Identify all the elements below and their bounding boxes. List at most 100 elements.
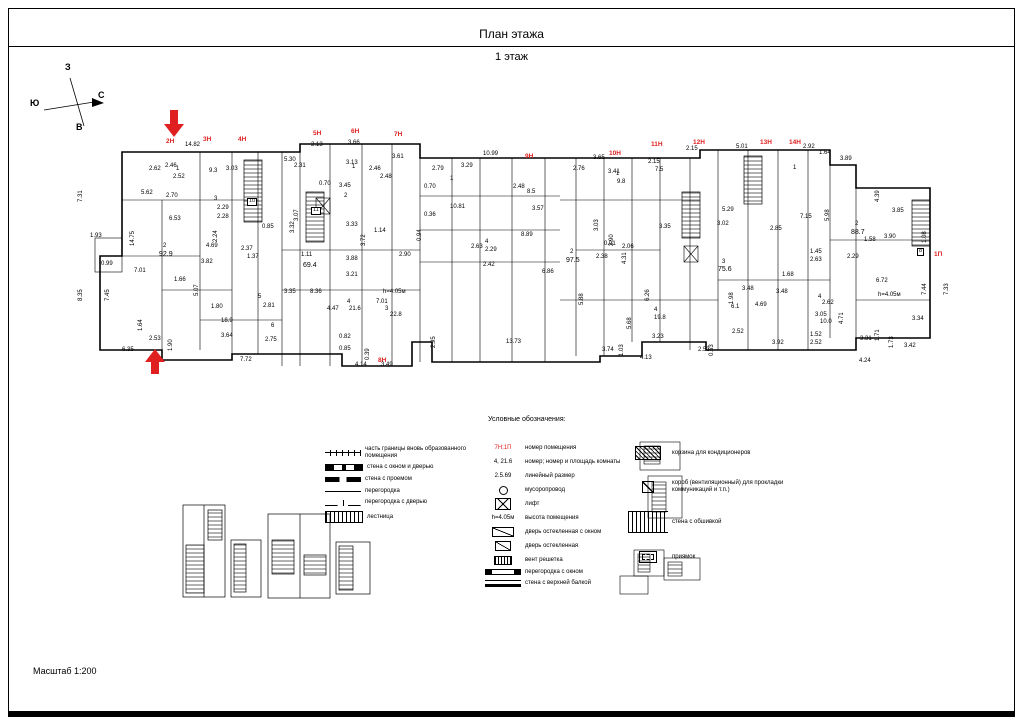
dimension-label: 3.34 bbox=[912, 316, 924, 322]
legend-item: часть границы вновь образованного помеще… bbox=[325, 446, 477, 459]
ac-basket-symbol bbox=[628, 443, 668, 463]
dimension-label: 2 bbox=[344, 193, 348, 199]
dimension-label: 2.52 bbox=[810, 340, 822, 346]
dimension-label: 3.45 bbox=[339, 183, 351, 189]
dimension-label: 3.57 bbox=[532, 206, 544, 212]
dimension-label: 0.85 bbox=[262, 224, 274, 230]
section-label: 14Н bbox=[789, 139, 801, 146]
dimension-label: 6.53 bbox=[169, 216, 181, 222]
text-red-symbol: 7Н;1П bbox=[494, 445, 512, 451]
dimension-label: 2.92 bbox=[803, 144, 815, 150]
dimension-label: 2.62 bbox=[822, 300, 834, 306]
dimension-label: 4 bbox=[485, 239, 489, 245]
dimension-label: 2.06 bbox=[622, 244, 634, 250]
wall-window-door-symbol bbox=[325, 464, 363, 472]
legend-item-label: корзина для кондиционеров bbox=[672, 449, 751, 456]
dimension-label: 2.29 bbox=[217, 205, 229, 211]
dimension-label: 0.36 bbox=[424, 212, 436, 218]
legend-item-label: линейный размер bbox=[525, 472, 575, 479]
dimension-label: 2 bbox=[163, 243, 167, 249]
dimension-label: 2.29 bbox=[485, 247, 497, 253]
text-symbol: 4, 21.6 bbox=[493, 459, 513, 465]
interior-walls bbox=[122, 144, 930, 366]
dimension-label: 0.94 bbox=[417, 229, 423, 241]
dimension-label: 3.03 bbox=[594, 219, 600, 231]
door-glazed-symbol bbox=[485, 541, 521, 551]
legend-title: Условные обозначения: bbox=[488, 416, 566, 423]
dimension-label: 4.14 bbox=[355, 362, 367, 368]
dimension-label: 1.98 bbox=[729, 292, 735, 304]
dimension-label: 13.73 bbox=[506, 339, 522, 345]
legend-item: перегородка с дверью bbox=[325, 499, 477, 506]
dimension-label: 2.90 bbox=[609, 234, 615, 246]
dimension-label: 2.15 bbox=[648, 159, 660, 165]
dimension-label: 2.38 bbox=[596, 254, 608, 260]
dimension-label: 4.69 bbox=[755, 302, 767, 308]
dimension-label: 8.35 bbox=[78, 289, 84, 301]
legend-item-label: стена с окном и дверью bbox=[367, 464, 434, 471]
section-label: 11Н bbox=[651, 141, 663, 148]
dimension-label: 5.88 bbox=[579, 293, 585, 305]
dimension-label: 0.82 bbox=[339, 334, 351, 340]
dimension-label: 3 bbox=[722, 259, 726, 265]
building-outline bbox=[99, 143, 931, 367]
dimension-label: 6.1 bbox=[731, 304, 740, 310]
legend-item: перегородка bbox=[325, 488, 477, 495]
dimension-label: 1.14 bbox=[374, 228, 386, 234]
dimension-label: 3.42 bbox=[904, 343, 916, 349]
section-label: 2Н bbox=[166, 138, 175, 145]
dimension-label: 7.72 bbox=[240, 357, 252, 363]
dimension-label: 2 bbox=[855, 221, 859, 227]
chute-symbol bbox=[485, 485, 521, 495]
legend-item-label: стена с проемом bbox=[365, 476, 412, 483]
dimension-label: 1 bbox=[450, 176, 454, 182]
dimension-label: 4.24 bbox=[859, 358, 871, 364]
dimension-label: 4.71 bbox=[839, 312, 845, 324]
legend-item: вент решетка bbox=[485, 555, 627, 565]
dimension-label: 3.66 bbox=[348, 140, 360, 146]
dimension-label: 1.08 bbox=[922, 231, 928, 243]
dimension-label: 0.70 bbox=[424, 184, 436, 190]
dimension-label: 22.8 bbox=[390, 312, 402, 318]
legend-item: лестница bbox=[325, 510, 477, 523]
legend-item-label: вент решетка bbox=[525, 556, 563, 563]
dimension-label: 7.44 bbox=[922, 283, 928, 295]
dimension-label: 3.92 bbox=[772, 340, 784, 346]
dimension-label: 1.64 bbox=[819, 150, 831, 156]
dimension-label: 2 bbox=[570, 249, 574, 255]
dimension-label: 6.35 bbox=[122, 347, 134, 353]
dimension-label: 3.07 bbox=[294, 209, 300, 221]
dimension-label: 0.85 bbox=[339, 346, 351, 352]
dimension-label: 10.0 bbox=[820, 319, 832, 325]
dimension-label: 2.29 bbox=[847, 254, 859, 260]
dimension-label: 3.65 bbox=[593, 155, 605, 161]
section-label: 9Н bbox=[525, 153, 534, 160]
section-label: 5Н bbox=[313, 130, 322, 137]
dimension-label: 1.64 bbox=[138, 319, 144, 331]
section-label: 4Н bbox=[238, 136, 247, 143]
dimension-label: 2.53 bbox=[149, 336, 161, 342]
dimension-label: 69.4 bbox=[303, 262, 317, 269]
dimension-label: 3.82 bbox=[201, 259, 213, 265]
dimension-label: 3.90 bbox=[884, 234, 896, 240]
dimension-label: 4.39 bbox=[875, 190, 881, 202]
compass-east-label: В bbox=[76, 122, 83, 132]
scale-label: Масштаб 1:200 bbox=[33, 666, 97, 676]
dimension-label: 3.74 bbox=[602, 347, 614, 353]
dimension-label: 5.68 bbox=[627, 317, 633, 329]
dimension-label: 2.28 bbox=[217, 214, 229, 220]
dimension-label: 4 bbox=[818, 294, 822, 300]
dimension-label: 97.5 bbox=[566, 257, 580, 264]
dimension-label: 8.36 bbox=[310, 289, 322, 295]
section-label: 13Н bbox=[760, 139, 772, 146]
dimension-label: 5 bbox=[258, 294, 262, 300]
dimension-label: 5.29 bbox=[722, 207, 734, 213]
legend-item: стена с окном и дверью bbox=[325, 464, 477, 472]
dimension-label: 0.70 bbox=[319, 181, 331, 187]
dimension-label: 92.9 bbox=[159, 251, 173, 258]
dimension-label: 2.24 bbox=[213, 230, 219, 242]
partition-window-symbol bbox=[485, 569, 521, 576]
section-label: 10Н bbox=[609, 150, 621, 157]
room-number: 11 bbox=[311, 207, 321, 215]
